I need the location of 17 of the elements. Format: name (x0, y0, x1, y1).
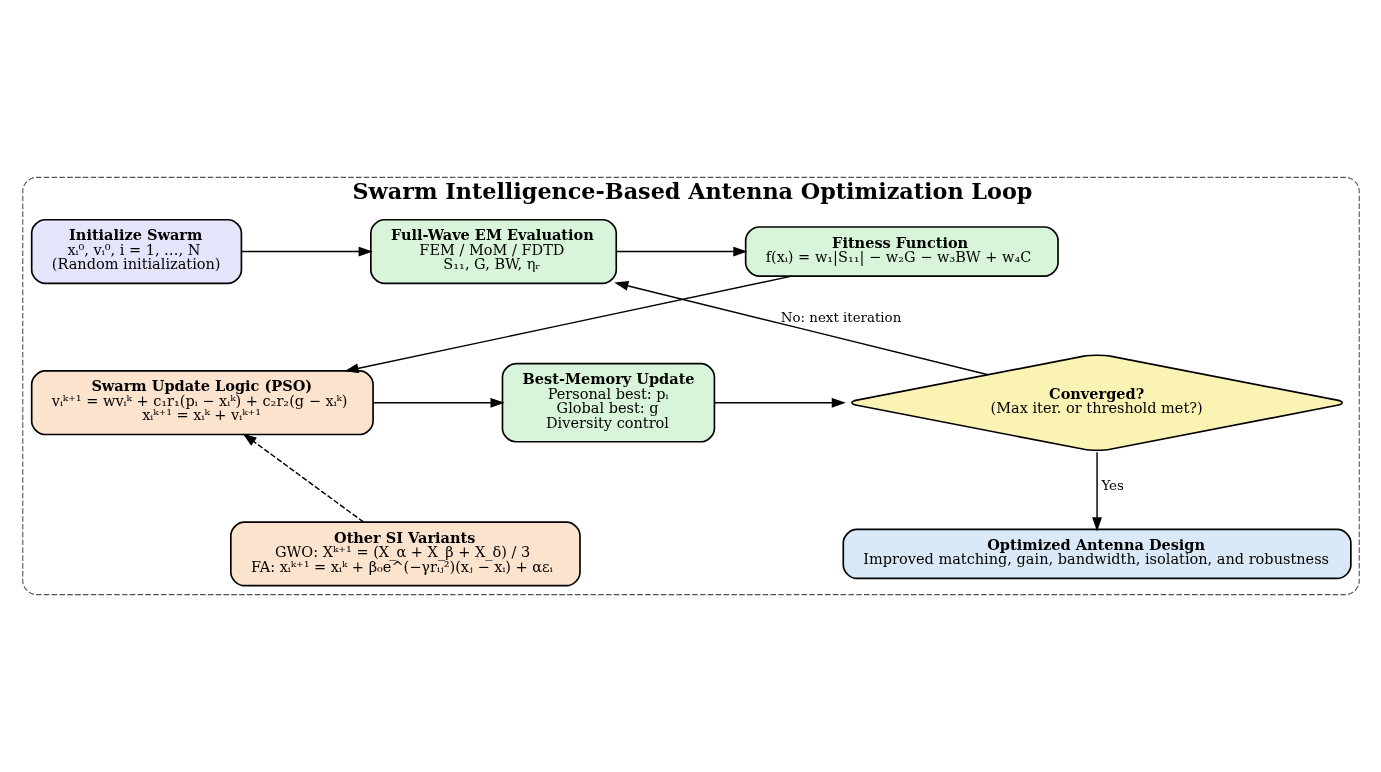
node-box: Initialize Swarm xᵢ⁰, vᵢ⁰, i = 1, …, N (Random initialization) (30, 218, 242, 285)
arrow (613, 281, 989, 376)
node-box: Swarm Update Logic (PSO) vᵢᵏ⁺¹ = wvᵢᵏ + c₁r₁(pᵢ − xᵢᵏ) + c₂r₂(g − xᵢᵏ) xᵢᵏ⁺¹ = xᵢᵏ + vᵢᵏ⁺¹ (30, 370, 374, 436)
node-box: Fitness Function f(xᵢ) = w₁|S₁₁| − w₂G − w₃BW + w₄C (744, 226, 1059, 277)
edge-label: No: next iteration (780, 309, 901, 325)
node-box: Full-Wave EM Evaluation FEM / MoM / FDTD S₁₁, G, BW, ηᵣ (369, 218, 617, 285)
arrow (242, 433, 364, 523)
arrow (615, 246, 747, 257)
node-box: Best-Memory Update Personal best: pᵢ Global best: g Diversity control (501, 362, 715, 443)
arrow (240, 246, 373, 257)
arrow (1091, 451, 1102, 532)
node-box: Optimized Antenna Design Improved matching, gain, bandwidth, isolation, and robustness (841, 528, 1352, 580)
arrow (713, 397, 846, 408)
arrow (372, 397, 505, 408)
arrow (344, 275, 792, 374)
node-box: Other SI Variants GWO: Xᵏ⁺¹ = (X_α + X_β + X_δ) / 3 FA: xᵢᵏ⁺¹ = xᵢᵏ + β₀e^(−γrᵢⱼ²)(xⱼ − xᵢ) + αεᵢ (229, 521, 581, 587)
edge-label: Yes (1100, 478, 1124, 494)
